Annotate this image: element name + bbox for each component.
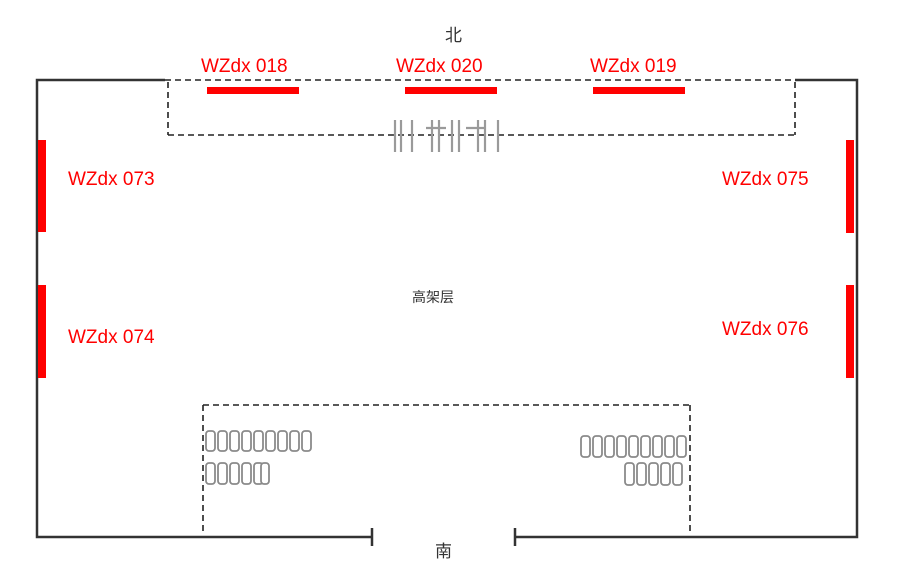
device-bar-020 (405, 87, 497, 94)
device-label-073: WZdx 073 (68, 169, 155, 190)
device-bars (38, 87, 854, 378)
south-label: 南 (435, 542, 452, 562)
device-label-020: WZdx 020 (396, 56, 483, 77)
north-dashed-zone (165, 79, 796, 136)
device-label-018: WZdx 018 (201, 56, 288, 77)
floor-level-label: 高架层 (412, 290, 454, 306)
south-west-gate-machines (205, 430, 312, 485)
device-bar-073 (38, 140, 46, 232)
device-bar-074 (38, 285, 46, 378)
device-bar-019 (593, 87, 685, 94)
device-label-074: WZdx 074 (68, 327, 155, 348)
device-label-019: WZdx 019 (590, 56, 677, 77)
device-bar-018 (207, 87, 299, 94)
device-bar-076 (846, 285, 854, 378)
device-bar-075 (846, 140, 854, 233)
device-label-076: WZdx 076 (722, 319, 809, 340)
north-label: 北 (445, 26, 462, 46)
south-east-gate-machines (580, 435, 687, 486)
south-dashed-zone (202, 404, 691, 533)
outer-wall (35, 78, 859, 546)
north-gate-turnstiles (393, 120, 500, 152)
device-label-075: WZdx 075 (722, 169, 809, 190)
